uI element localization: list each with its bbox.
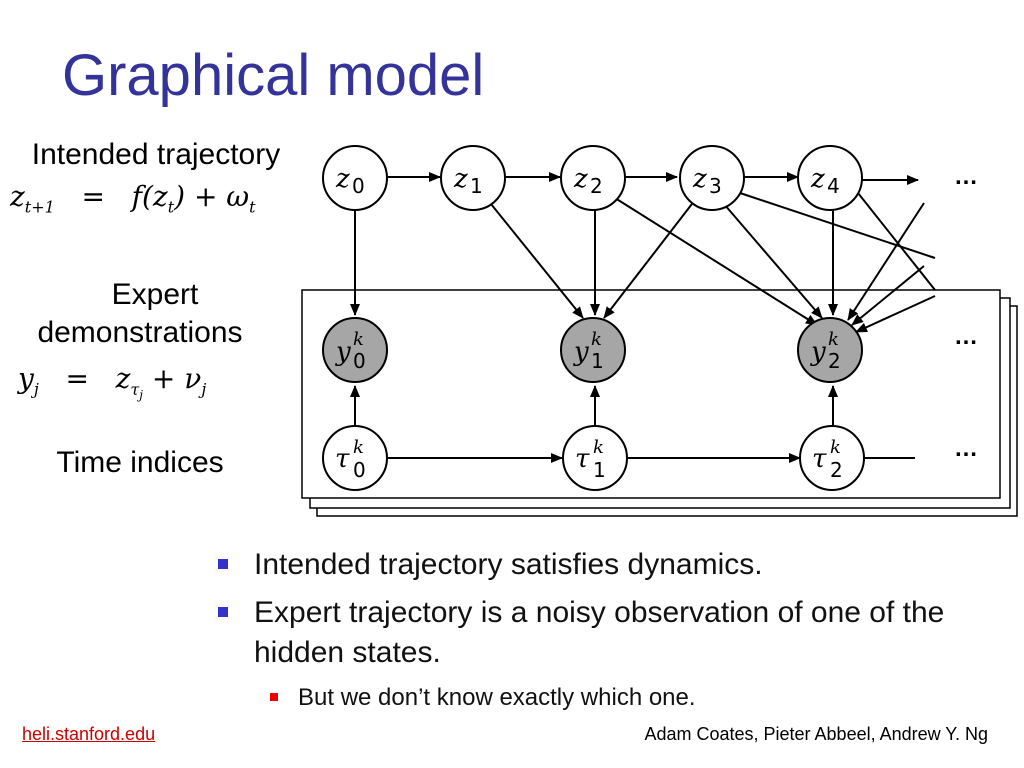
intended-trajectory-label: Intended trajectory (31, 138, 281, 171)
subbullet-square-icon (270, 693, 278, 701)
svg-text:y: y (810, 337, 826, 367)
svg-text:0: 0 (353, 458, 366, 482)
svg-text:k: k (828, 329, 839, 350)
plate-front (301, 289, 1001, 499)
expert-label-line1: Expert (111, 278, 199, 311)
edge-z4-out (857, 192, 936, 291)
svg-text:y: y (573, 337, 589, 367)
svg-text:k: k (353, 437, 364, 458)
bullet-square-icon (218, 607, 228, 617)
svg-text:2: 2 (828, 349, 841, 373)
edge-z1-y1 (490, 203, 584, 319)
svg-text:2: 2 (590, 174, 603, 198)
observation-equation: yj = zτj + νj (18, 362, 207, 402)
svg-text:1: 1 (591, 349, 604, 373)
edge-z3-y2 (723, 203, 823, 319)
edge-in-y2-a (847, 202, 925, 321)
edge-z2-y2 (614, 197, 818, 326)
svg-text:3: 3 (709, 174, 722, 198)
ellipsis-z: … (954, 163, 978, 190)
bullet-list: Intended trajectory satisfies dynamics. … (218, 545, 978, 715)
svg-text:z: z (810, 164, 825, 194)
footer-link[interactable]: heli.stanford.edu (22, 724, 156, 744)
node-z0: z 0 (322, 145, 388, 211)
node-tau2: τ k 2 (799, 425, 865, 491)
svg-text:τ: τ (575, 444, 590, 474)
svg-text:z: z (692, 164, 707, 194)
svg-text:1: 1 (470, 174, 483, 198)
svg-text:y: y (335, 337, 351, 367)
ellipsis-y: … (954, 323, 978, 350)
edge-z3-out (739, 192, 936, 259)
expert-label-line2: demonstrations (37, 316, 243, 349)
svg-text:τ: τ (812, 444, 827, 474)
svg-text:k: k (830, 437, 841, 458)
bullet-item: Expert trajectory is a noisy observation… (218, 593, 954, 673)
node-z3: z 3 (679, 145, 745, 211)
svg-text:k: k (591, 329, 602, 350)
svg-text:τ: τ (335, 444, 350, 474)
node-y1: y k 1 (560, 317, 626, 383)
bullet-item: Intended trajectory satisfies dynamics. (218, 545, 978, 585)
subbullet-item: But we don’t know exactly which one. (218, 681, 978, 715)
node-tau1: τ k 1 (562, 425, 628, 491)
time-indices-label: Time indices (56, 446, 224, 479)
svg-text:z: z (335, 164, 350, 194)
node-z2: z 2 (560, 145, 626, 211)
svg-text:k: k (353, 329, 364, 350)
edge-z3-y1 (603, 199, 696, 319)
node-y2: y k 2 (797, 317, 863, 383)
node-z1: z 1 (440, 145, 506, 211)
footer-authors: Adam Coates, Pieter Abbeel, Andrew Y. Ng (644, 724, 988, 744)
bullet-square-icon (218, 559, 228, 569)
svg-text:k: k (593, 437, 604, 458)
slide-title: Graphical model (62, 43, 485, 108)
edge-in-y2-c (855, 295, 936, 333)
svg-text:0: 0 (353, 349, 366, 373)
svg-text:4: 4 (827, 174, 840, 198)
svg-text:z: z (453, 164, 468, 194)
ellipsis-tau: … (954, 435, 978, 462)
svg-text:2: 2 (830, 458, 843, 482)
edge-in-y2-b (851, 265, 925, 326)
svg-text:1: 1 (593, 458, 606, 482)
node-tau0: τ k 0 (322, 425, 388, 491)
svg-text:0: 0 (352, 174, 365, 198)
node-z4: z 4 (797, 145, 863, 211)
svg-text:z: z (573, 164, 588, 194)
dynamics-equation: zt+1 = f(zt) + ωt (10, 180, 256, 217)
node-y0: y k 0 (322, 317, 388, 383)
